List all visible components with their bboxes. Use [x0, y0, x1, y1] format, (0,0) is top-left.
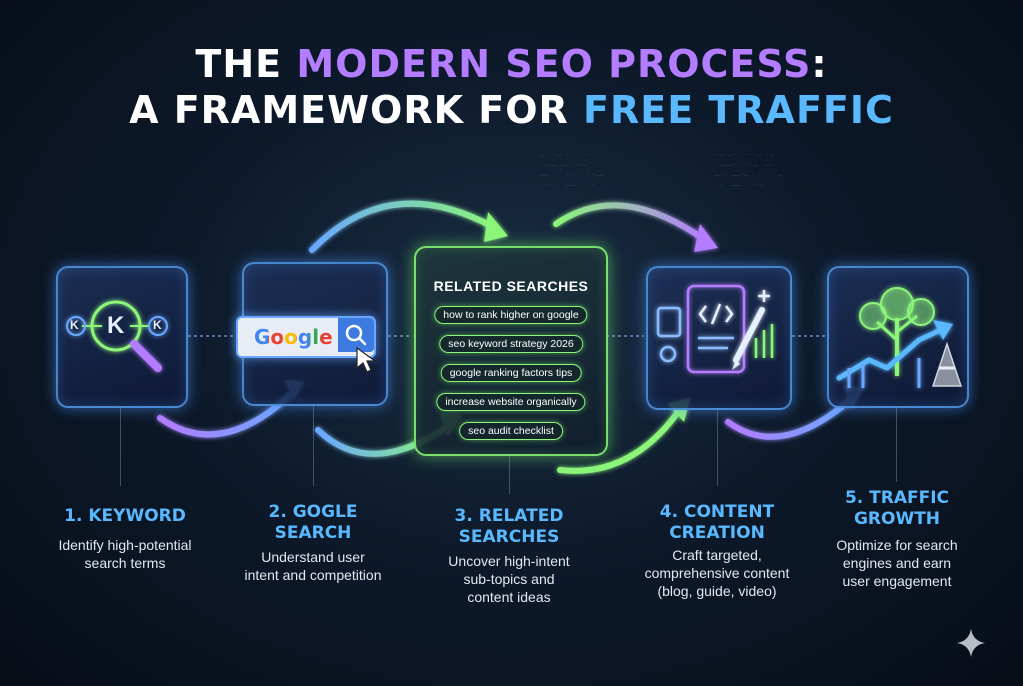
keyword-right-letter: K — [153, 318, 162, 332]
background-code-texture-right: ·— —· ···— ·— ———· ··— —· —·· ——·— · ·— … — [715, 151, 783, 189]
step-title-line: 1. KEYWORD — [64, 506, 186, 526]
step-desc-line: Uncover high-intent — [448, 553, 570, 569]
arrow-4-to-5 — [725, 397, 853, 440]
related-search-item: increase website organically — [436, 393, 586, 411]
step-desc-line: Craft targeted, — [672, 547, 762, 563]
step-3-title: 3. RELATED SEARCHES — [424, 506, 594, 548]
step-connector-4 — [717, 408, 718, 486]
step-desc-line: intent and competition — [244, 567, 382, 583]
arrow-2-to-3-top — [309, 200, 498, 253]
traffic-cone-icon — [931, 341, 963, 387]
step-4-description: Craft targeted, comprehensive content (b… — [617, 546, 817, 600]
page-title-line-2: A FRAMEWORK FOR FREE TRAFFIC — [0, 88, 1023, 132]
cursor-icon — [356, 346, 377, 373]
step-desc-line: Identify high-potential — [58, 537, 192, 553]
step-desc-line: user engagement — [842, 573, 952, 589]
search-icon — [345, 324, 367, 346]
step-2-title: 2. GOGLE SEARCH — [228, 502, 398, 544]
arrow-1-to-2 — [157, 392, 293, 438]
step-desc-line: Optimize for search — [836, 537, 958, 553]
related-searches-card: RELATED SEARCHES how to rank higher on g… — [414, 246, 608, 456]
related-search-item: how to rank higher on google — [434, 306, 588, 324]
related-search-item: seo audit checklist — [459, 422, 563, 440]
title-part: : — [811, 42, 828, 86]
arrowhead-2 — [484, 212, 508, 242]
keyword-left-letter: K — [70, 318, 79, 332]
title-part: A FRAMEWORK FOR — [129, 88, 584, 132]
content-creation-card — [646, 266, 792, 410]
step-2-description: Understand user intent and competition — [218, 548, 408, 584]
step-connector-2 — [313, 404, 314, 486]
step-5-title: 5. TRAFFIC GROWTH — [812, 488, 982, 530]
sparkle-icon — [957, 629, 985, 657]
step-connector-3 — [509, 454, 510, 494]
traffic-growth-card — [827, 266, 969, 408]
step-title-line: GROWTH — [853, 509, 941, 529]
related-searches-heading: RELATED SEARCHES — [433, 278, 589, 294]
step-3-description: Uncover high-intent sub-topics and conte… — [414, 552, 604, 606]
title-highlight: FREE TRAFFIC — [583, 88, 894, 132]
arrow-3-to-4-top — [553, 202, 708, 243]
arrowhead-4 — [694, 224, 718, 252]
step-title-line: SEARCH — [274, 523, 352, 543]
tree-growth-icon — [836, 287, 963, 388]
step-connector-5 — [896, 406, 897, 482]
step-4-title: 4. CONTENT CREATION — [632, 502, 802, 544]
step-desc-line: sub-topics and — [463, 571, 555, 587]
step-title-line: 3. RELATED — [454, 506, 564, 526]
related-search-item: seo keyword strategy 2026 — [439, 335, 583, 353]
background-code-texture: — ·— ·· ·· ·—— —— ·— —— · ··· ··—— ·—· —… — [540, 151, 604, 189]
google-logo-text: Google — [254, 325, 333, 349]
arrow-3-to-4-bottom — [557, 409, 681, 474]
step-desc-line: comprehensive content — [644, 565, 790, 581]
step-1-description: Identify high-potential search terms — [30, 536, 220, 572]
title-highlight: MODERN SEO PROCESS — [296, 42, 812, 86]
step-desc-line: engines and earn — [842, 555, 952, 571]
magnifier-icon — [66, 300, 168, 372]
pen-icon — [732, 307, 765, 370]
step-desc-line: content ideas — [467, 589, 551, 605]
page-title-line-1: THE MODERN SEO PROCESS: — [0, 42, 1023, 86]
google-search-bar: Google — [236, 316, 376, 358]
step-title-line: 4. CONTENT — [659, 502, 775, 522]
keyword-center-letter: K — [107, 312, 125, 339]
search-button — [338, 318, 374, 352]
step-connector-1 — [120, 406, 121, 486]
step-desc-line: search terms — [84, 555, 166, 571]
related-search-item: google ranking factors tips — [440, 364, 582, 382]
step-title-line: 2. GOGLE — [268, 502, 358, 522]
step-desc-line: Understand user — [261, 549, 365, 565]
code-document-icon — [656, 284, 774, 374]
keyword-card: K K K — [56, 266, 188, 408]
step-1-title: 1. KEYWORD — [40, 506, 210, 527]
step-desc-line: (blog, guide, video) — [657, 583, 777, 599]
step-title-line: CREATION — [669, 523, 765, 543]
step-5-description: Optimize for search engines and earn use… — [802, 536, 992, 590]
step-title-line: SEARCHES — [458, 527, 560, 547]
title-part: THE — [195, 42, 297, 86]
step-title-line: 5. TRAFFIC — [844, 488, 950, 508]
